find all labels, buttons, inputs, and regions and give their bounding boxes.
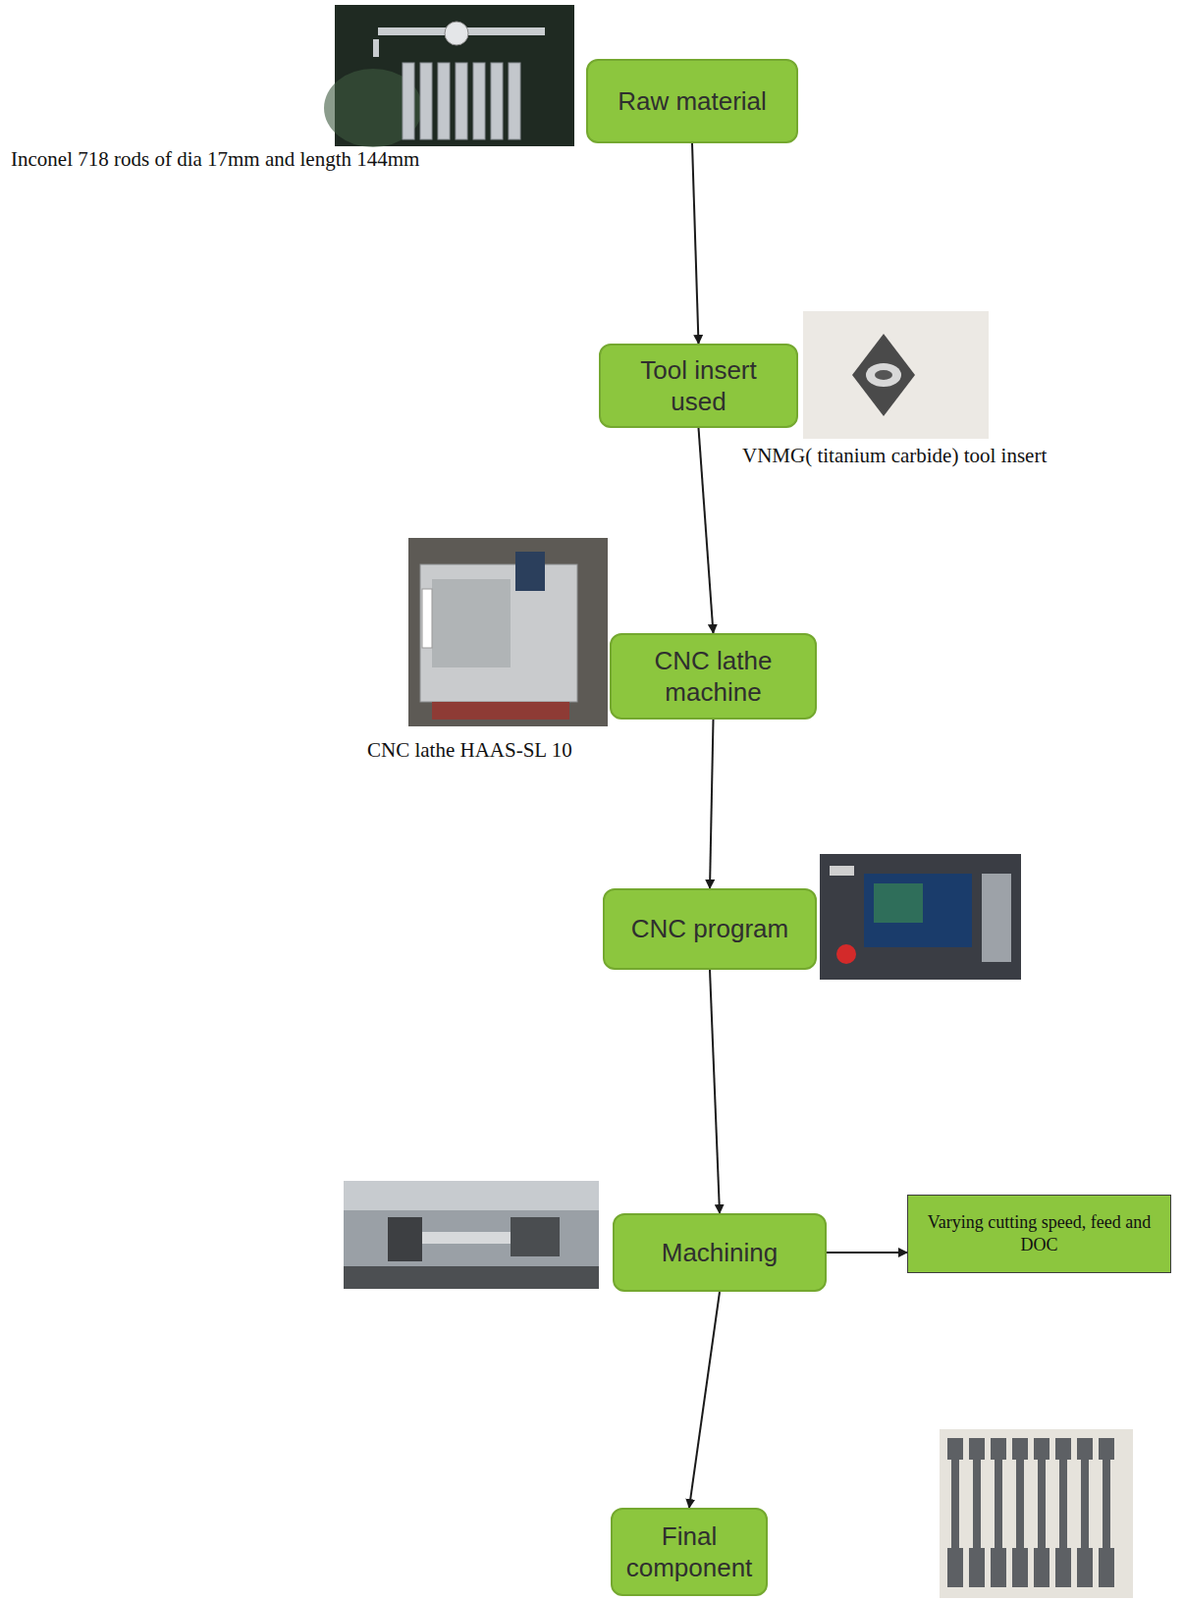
photo-caption: CNC lathe HAAS-SL 10 [367, 738, 573, 763]
cnc-control-photo [819, 854, 1022, 980]
photo-caption: VNMG( titanium carbide) tool insert [742, 443, 1047, 469]
node-label: Final component [622, 1520, 756, 1585]
process-box: CNC program [602, 888, 817, 970]
process-box: Raw material [586, 58, 799, 144]
raw-material-photo [323, 4, 575, 148]
flow-arrow [826, 1251, 908, 1254]
node-label: Machining [661, 1237, 779, 1270]
flow-arrow [692, 143, 700, 344]
node-label: CNC program [631, 913, 789, 946]
process-box: Tool insert used [598, 343, 799, 429]
machining-photo [343, 1181, 599, 1290]
node-label: Raw material [617, 85, 767, 118]
process-box: CNC lathe machine [609, 633, 817, 720]
flow-arrow [709, 719, 714, 889]
node-label: Tool insert used [610, 354, 787, 419]
flow-arrow [709, 969, 720, 1214]
process-box: Final component [610, 1507, 768, 1597]
flow-arrow [699, 428, 714, 634]
photo-caption: Inconel 718 rods of dia 17mm and length … [10, 147, 420, 172]
insert-photo [803, 311, 989, 439]
cnc-lathe-photo [408, 538, 608, 727]
node-label: Varying cutting speed, feed and DOC [917, 1211, 1161, 1258]
final-component-photo [939, 1429, 1133, 1599]
parameter-box: Varying cutting speed, feed and DOC [907, 1194, 1172, 1274]
process-box: Machining [612, 1213, 827, 1292]
node-label: CNC lathe machine [621, 645, 806, 709]
flow-arrow [689, 1291, 720, 1508]
